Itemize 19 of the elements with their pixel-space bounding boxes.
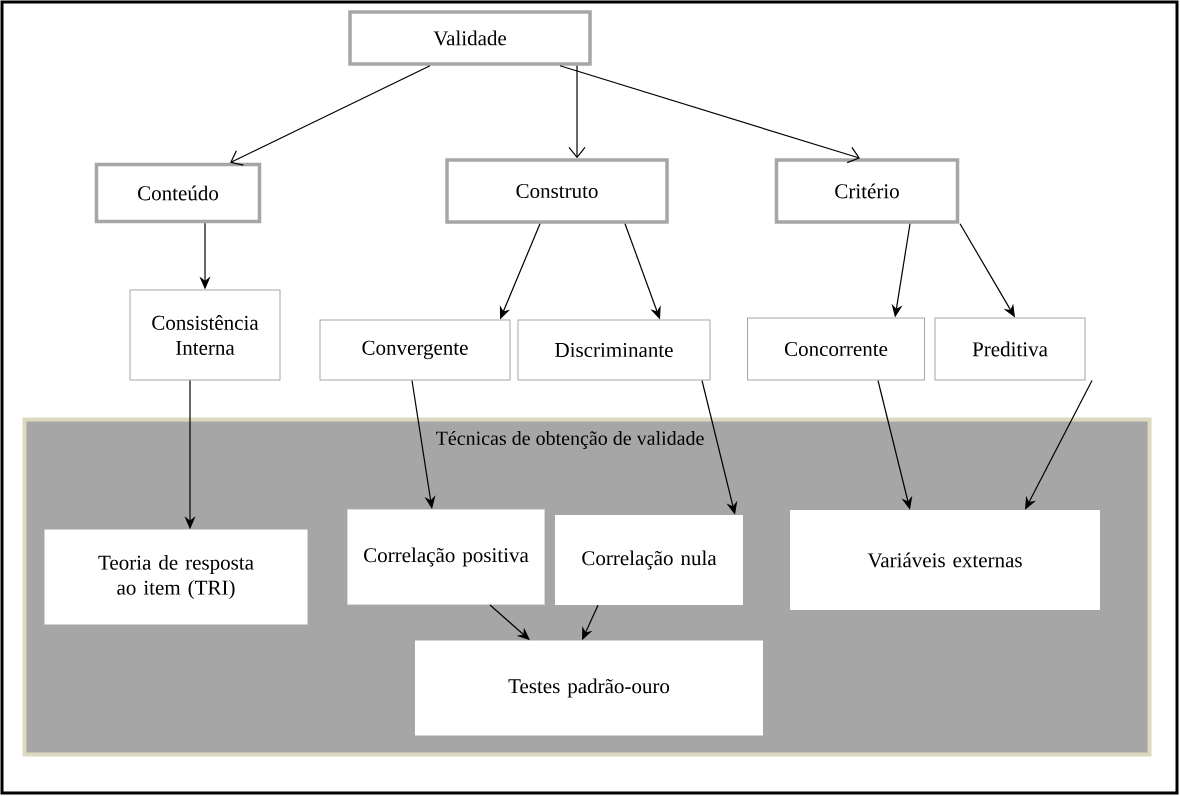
subcategory-box: Convergente [319, 319, 511, 381]
category-box: Conteúdo [94, 162, 262, 224]
subcategory-box: Concorrente [747, 317, 925, 381]
technique-box: Teoria de resposta ao item (TRI) [44, 529, 308, 625]
arrow [568, 65, 586, 159]
subcategory-box: Discriminante [517, 319, 711, 381]
technique-box: Correlação positiva [347, 509, 545, 605]
arrow [411, 379, 436, 509]
category-box: Critério [774, 158, 960, 224]
subcategory-box: Preditiva [934, 317, 1086, 381]
technique-box: Variáveis externas [790, 510, 1100, 610]
arrow [230, 65, 431, 166]
category-box: Construto [445, 158, 669, 224]
category-box: Validade [348, 10, 592, 66]
technique-box: Correlação nula [555, 515, 743, 605]
arrow [1025, 379, 1093, 510]
technique-box: Testes padrão-ouro [415, 640, 763, 736]
subcategory-box: Consistência Interna [129, 289, 281, 381]
arrow [559, 65, 860, 164]
